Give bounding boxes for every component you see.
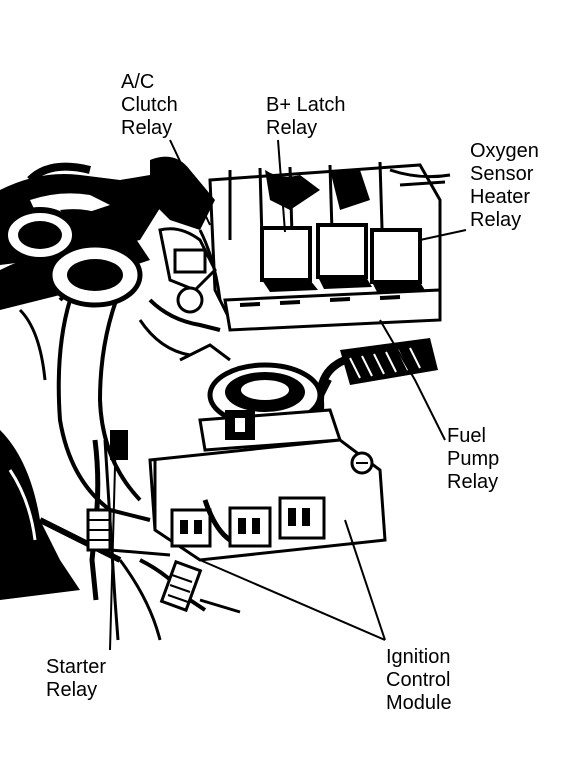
b-plus-latch-relay-label: B+ Latch Relay [266,94,346,139]
left-large-hose [18,242,151,522]
ac-clutch-relay-bundle [138,156,222,357]
leader-lines [109,139,467,651]
ignition-control-module-block [148,438,387,562]
oxygen-sensor-heater-relay-label: Oxygen Sensor Heater Relay [470,140,539,231]
lower-engine-parts [109,548,241,641]
starter-relay-label: Starter Relay [46,656,107,701]
distributor-assembly [179,343,343,452]
ac-clutch-relay-label: A/C Clutch Relay [121,71,178,139]
relay-bank [208,161,451,332]
starter-relay-cable [86,430,128,641]
fuel-pump-relay-label: Fuel Pump Relay [447,425,500,493]
ignition-control-module-label: Ignition Control Module [386,646,452,714]
